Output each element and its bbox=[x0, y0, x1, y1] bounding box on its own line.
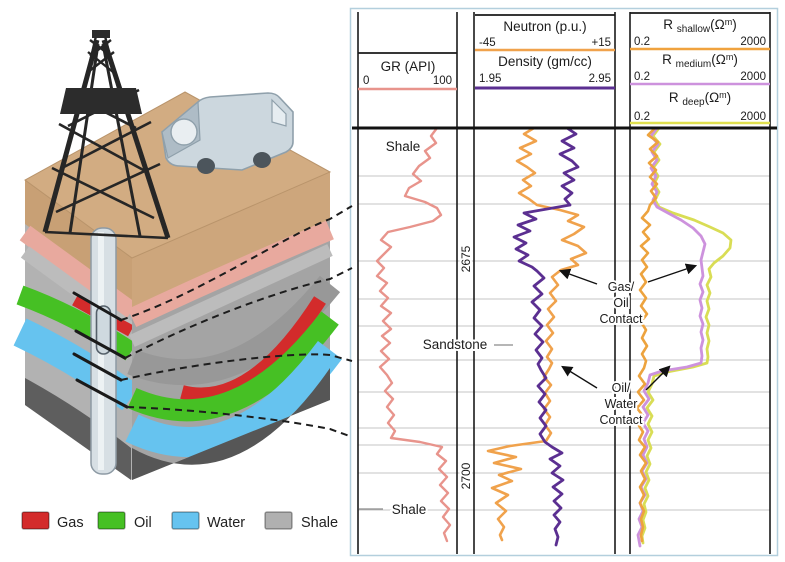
r-medium-min: 0.2 bbox=[634, 71, 650, 83]
oil-water-line3: Contact bbox=[599, 413, 643, 427]
oil-water-contact-annotation: Oil/ Water Contact bbox=[561, 365, 671, 429]
r-medium-max: 2000 bbox=[740, 71, 766, 83]
gr-min: 0 bbox=[363, 75, 369, 87]
depth-label-2700: 2700 bbox=[459, 462, 473, 489]
gas-oil-arrow-left bbox=[558, 268, 598, 285]
depth-label-2675: 2675 bbox=[459, 245, 473, 272]
gas-oil-line2: Oil bbox=[613, 296, 628, 310]
lithology-shale-bottom: Shale bbox=[392, 502, 427, 517]
density-min: 1.95 bbox=[479, 73, 501, 85]
neutron-max: +15 bbox=[591, 37, 611, 49]
boundary-ticks bbox=[72, 291, 129, 409]
log-curves bbox=[375, 126, 733, 548]
lithology-shale-top: Shale bbox=[386, 139, 421, 154]
neutron-density-header: Neutron (p.u.) -45 +15 Density (gm/cc) 1… bbox=[475, 19, 615, 90]
r-medium-label: R medium(Ωm) bbox=[662, 52, 738, 70]
gas-oil-line3: Contact bbox=[599, 312, 643, 326]
gas-oil-arrow-right bbox=[647, 263, 698, 283]
r-deep-min: 0.2 bbox=[634, 111, 650, 123]
legend-swatch-water bbox=[171, 511, 200, 530]
legend-swatch-gas bbox=[21, 511, 50, 530]
water-layer-right bbox=[125, 341, 343, 457]
legend-label-gas: Gas bbox=[57, 515, 84, 531]
cable-drum bbox=[170, 118, 198, 146]
oil-water-arrow-right bbox=[645, 365, 671, 391]
block-right-face bbox=[125, 172, 343, 480]
gr-label: GR (API) bbox=[381, 59, 436, 74]
r-deep-label: R deep(Ωm) bbox=[669, 90, 731, 108]
oil-water-line2: Water bbox=[605, 397, 638, 411]
r-deep-max: 2000 bbox=[740, 111, 766, 123]
gr-max: 100 bbox=[433, 75, 452, 87]
lithology-sandstone: Sandstone bbox=[423, 337, 488, 352]
gas-oil-contact-annotation: Gas/ Oil Contact bbox=[558, 263, 698, 328]
curve-density bbox=[512, 126, 580, 547]
borehole bbox=[90, 227, 117, 475]
derrick-platform bbox=[60, 88, 142, 114]
legend-label-water: Water bbox=[207, 515, 245, 531]
callout-dashed-lines bbox=[120, 205, 353, 438]
legend-swatch-oil bbox=[97, 511, 126, 530]
r-shallow-max: 2000 bbox=[740, 36, 766, 48]
chart-outer-border bbox=[349, 7, 779, 557]
neutron-min: -45 bbox=[479, 37, 496, 49]
r-shallow-min: 0.2 bbox=[634, 36, 650, 48]
gr-track-header: GR (API) 0 100 bbox=[358, 59, 457, 91]
legend-swatch-shale bbox=[264, 511, 293, 530]
neutron-label: Neutron (p.u.) bbox=[503, 19, 586, 34]
density-max: 2.95 bbox=[589, 73, 611, 85]
r-shallow-label: R shallow(Ωm) bbox=[663, 17, 736, 35]
legend-label-oil: Oil bbox=[134, 515, 152, 531]
drill-derrick bbox=[42, 30, 171, 240]
track-borders bbox=[352, 12, 777, 554]
oil-water-line1: Oil/ bbox=[612, 381, 631, 395]
oil-layer-right bbox=[127, 311, 339, 422]
curve-gamma-ray bbox=[375, 126, 452, 543]
oil-water-arrow-left bbox=[561, 365, 598, 389]
earth-block bbox=[13, 91, 343, 480]
legend-label-shale: Shale bbox=[301, 515, 338, 531]
curve-r-shallow bbox=[635, 126, 660, 543]
log-chart-panel: GR (API) 0 100 Neutron (p.u.) -45 +15 De… bbox=[349, 7, 779, 557]
rock-fluid-legend: Gas Oil Water Shale bbox=[21, 511, 338, 531]
oil-layer-left bbox=[16, 285, 137, 361]
curve-neutron bbox=[486, 126, 588, 542]
density-label: Density (gm/cc) bbox=[498, 54, 592, 69]
logging-truck bbox=[161, 92, 294, 174]
logging-tool bbox=[95, 305, 112, 355]
curve-r-deep bbox=[640, 126, 733, 545]
resistivity-header: R shallow(Ωm) 0.2 2000 R medium(Ωm) 0.2 … bbox=[630, 17, 770, 125]
gas-layer-right bbox=[180, 296, 326, 402]
truck-window bbox=[271, 98, 287, 127]
gas-oil-line1: Gas/ bbox=[608, 280, 635, 294]
water-layer-left bbox=[13, 318, 140, 411]
